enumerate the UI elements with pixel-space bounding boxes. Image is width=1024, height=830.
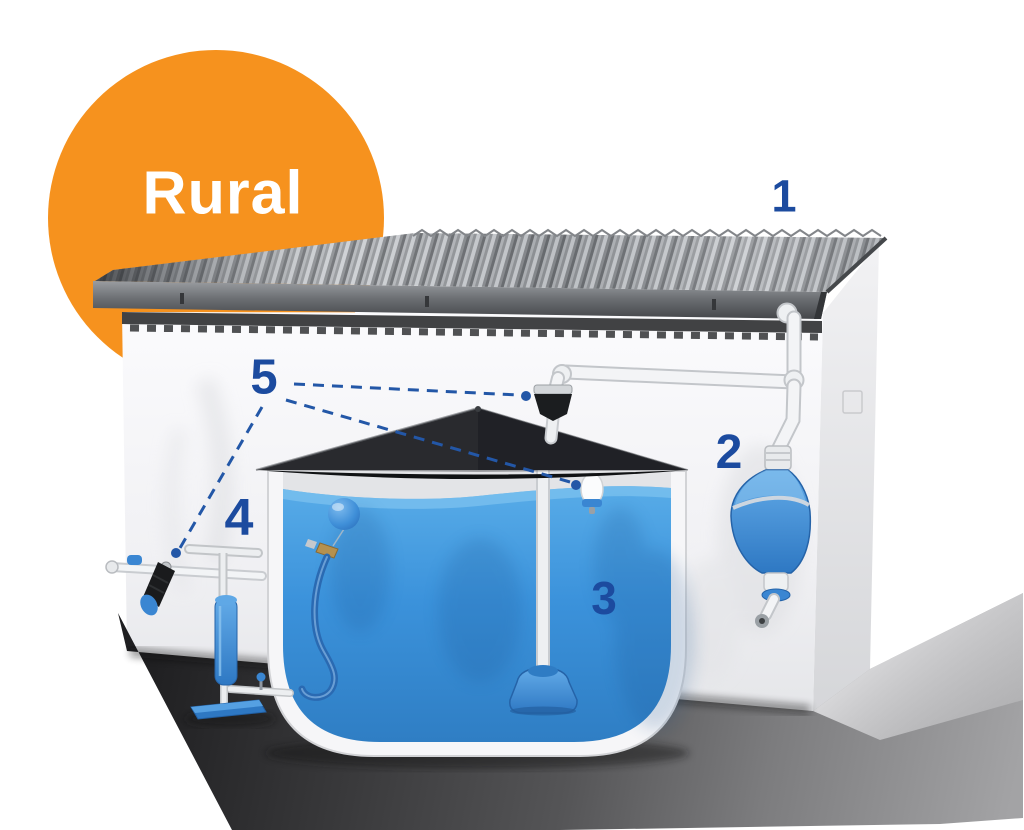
water-depth-shading — [330, 507, 695, 730]
diverter-inlet-collar — [764, 445, 792, 471]
gutter-fascia — [93, 281, 827, 319]
tap-supply-pipe — [109, 564, 265, 579]
floating-intake — [298, 498, 360, 701]
rainwater-pipework — [548, 302, 805, 456]
callout-leader-lines — [178, 382, 571, 549]
under-fascia-shadow — [122, 312, 822, 333]
gutter-bracket — [425, 296, 429, 307]
float-ball — [328, 498, 360, 530]
corrugated-metal-roof — [95, 228, 888, 294]
storage-tank — [255, 406, 695, 769]
tap-inline-filter — [140, 561, 175, 616]
pump-outlet-valve — [256, 672, 266, 682]
gutter-bracket — [712, 299, 716, 310]
tap-filter-blue-tip — [140, 594, 158, 616]
calming-inlet-strainer — [509, 665, 578, 716]
inlet-screen-filter — [533, 384, 573, 445]
downpipe-lower — [773, 380, 800, 454]
diverter-outlet-reducer — [763, 572, 789, 592]
diverter-silver-band — [732, 495, 811, 510]
diverter-body-highlight — [735, 470, 806, 505]
tank-lid — [255, 406, 689, 479]
badge-label: Rural — [142, 158, 304, 227]
pipe-end-cap — [105, 560, 119, 574]
header-pipe-to-tank — [560, 366, 800, 388]
roof-ridge-zigzag — [412, 228, 882, 238]
gutter-end-cap — [814, 292, 827, 319]
callout-number-5: 5 — [250, 350, 278, 405]
gutter-bracket — [180, 293, 184, 304]
hand-pump — [184, 544, 294, 720]
pump-t-handle — [186, 546, 261, 556]
first-flush-diverter — [730, 445, 812, 628]
corrugation-shadow-teeth — [129, 324, 819, 341]
water-surface-highlight — [283, 486, 671, 509]
callout-number-4: 4 — [224, 489, 254, 547]
callout-number-3: 3 — [591, 572, 617, 624]
pump-outlet-pipe — [227, 686, 293, 696]
roof-gable-edge — [825, 236, 888, 294]
water-level-float — [580, 472, 604, 514]
leader-5-to-tap-filter — [178, 406, 264, 549]
right-wall-panel-seam — [842, 390, 863, 414]
callout-leader-dots — [171, 391, 581, 558]
yard-tap-and-pump — [105, 544, 294, 727]
filter-silver-ring — [533, 384, 573, 395]
callout-number-1: 1 — [771, 170, 797, 222]
intake-hose-fitting — [315, 542, 339, 559]
tap-valve-knob — [127, 555, 142, 565]
building-right-wall — [813, 243, 879, 711]
filter-black-body — [534, 394, 572, 421]
pump-cylinder — [214, 597, 238, 686]
callout-number-2: 2 — [715, 426, 743, 479]
